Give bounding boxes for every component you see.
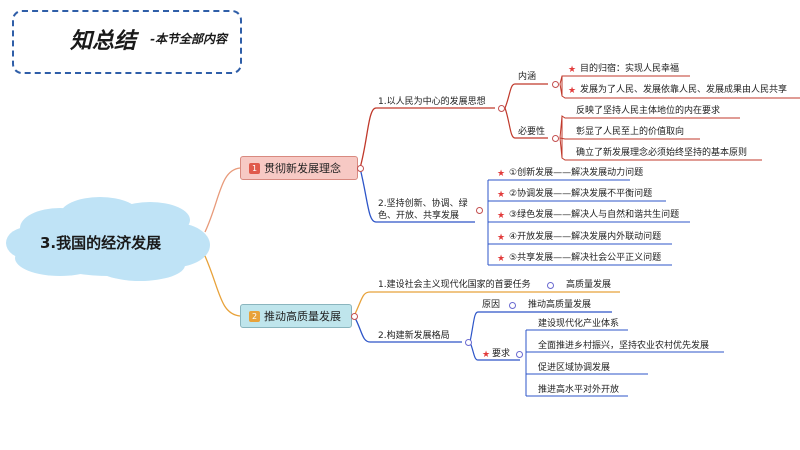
collapse-toggle-icon[interactable] — [552, 81, 559, 88]
logo-frame — [12, 10, 242, 74]
star-icon: ★ — [497, 254, 506, 264]
collapse-toggle-icon[interactable] — [547, 282, 554, 289]
logo-title: 知总结 — [70, 28, 137, 54]
neihan-item-2: 发展为了人民、发展依靠人民、发展成果由人民共享 — [580, 85, 788, 95]
star-icon: ★ — [497, 233, 506, 243]
branch-2-label: 推动高质量发展 — [264, 310, 341, 323]
collapse-toggle-icon[interactable] — [351, 313, 358, 320]
branch-2-number: 2 — [249, 311, 260, 322]
b2-sub1-item: 高质量发展 — [566, 280, 612, 290]
collapse-toggle-icon[interactable] — [509, 302, 516, 309]
branch-1-node[interactable]: 1 贯彻新发展理念 — [240, 156, 358, 180]
star-icon: ★ — [497, 169, 506, 179]
biyao-label: 必要性 — [518, 127, 546, 137]
collapse-toggle-icon[interactable] — [498, 105, 505, 112]
concept-item-5: ⑤共享发展——解决社会公平正义问题 — [509, 253, 662, 263]
yaoqiu-item-2: 全面推进乡村振兴，坚持农业农村优先发展 — [538, 341, 710, 351]
branch-2-node[interactable]: 2 推动高质量发展 — [240, 304, 352, 328]
branch-1-label: 贯彻新发展理念 — [264, 162, 341, 175]
collapse-toggle-icon[interactable] — [516, 351, 523, 358]
biyao-item-1: 反映了坚持人民主体地位的内在要求 — [576, 106, 721, 116]
collapse-toggle-icon[interactable] — [357, 165, 364, 172]
b1-sub2-label-line1: 2.坚持创新、协调、绿 — [378, 199, 468, 209]
collapse-toggle-icon[interactable] — [465, 339, 472, 346]
star-icon: ★ — [497, 190, 506, 200]
biyao-item-3: 确立了新发展理念必须始终坚持的基本原则 — [576, 148, 748, 158]
concept-item-1: ①创新发展——解决发展动力问题 — [509, 168, 644, 178]
root-topic: 3.我国的经济发展 — [40, 234, 162, 252]
star-icon: ★ — [497, 211, 506, 221]
yuanyin-item: 推动高质量发展 — [528, 300, 592, 310]
b2-sub2-label: 2.构建新发展格局 — [378, 331, 450, 341]
root-cloud — [6, 197, 210, 281]
b1-sub1-label: 1.以人民为中心的发展思想 — [378, 97, 486, 107]
biyao-item-2: 彰显了人民至上的价值取向 — [576, 127, 685, 137]
collapse-toggle-icon[interactable] — [476, 207, 483, 214]
yaoqiu-item-3: 促进区域协调发展 — [538, 363, 611, 373]
concept-item-4: ④开放发展——解决发展内外联动问题 — [509, 232, 662, 242]
yaoqiu-label: 要求 — [492, 349, 511, 359]
branch-1-number: 1 — [249, 163, 260, 174]
neihan-item-1: 目的归宿：实现人民幸福 — [580, 64, 680, 74]
concept-item-3: ③绿色发展——解决人与自然和谐共生问题 — [509, 210, 680, 220]
star-icon: ★ — [568, 65, 577, 75]
yaoqiu-item-4: 推进高水平对外开放 — [538, 385, 620, 395]
yuanyin-label: 原因 — [482, 300, 501, 310]
b1-sub2-label-line2: 色、开放、共享发展 — [378, 211, 460, 221]
star-icon: ★ — [568, 86, 577, 96]
b2-sub1-label: 1.建设社会主义现代化国家的首要任务 — [378, 280, 531, 290]
yaoqiu-item-1: 建设现代化产业体系 — [538, 319, 620, 329]
logo-subtitle: -本节全部内容 — [150, 32, 227, 46]
star-icon: ★ — [482, 350, 491, 360]
collapse-toggle-icon[interactable] — [552, 135, 559, 142]
neihan-label: 内涵 — [518, 72, 537, 82]
concept-item-2: ②协调发展——解决发展不平衡问题 — [509, 189, 653, 199]
